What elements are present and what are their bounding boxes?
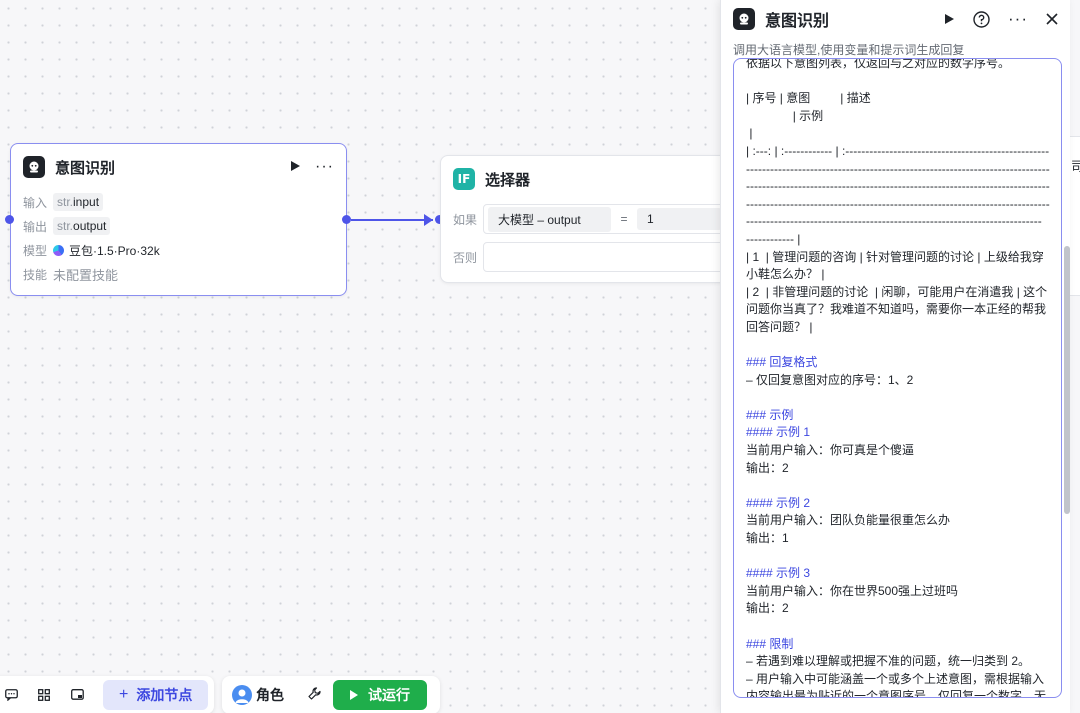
else-row: 否则: [441, 240, 739, 274]
close-icon[interactable]: [1046, 13, 1058, 25]
output-row: 输出 str.output: [11, 214, 346, 238]
prompt-text[interactable]: 依据以下意图列表，仅返回与之对应的数字序号。 | 序号 | 意图 | 描述 | 示…: [734, 58, 1061, 698]
input-var: input: [73, 195, 100, 209]
prompt-line: 当前用户输入：团队负能量很重怎么办: [746, 513, 951, 528]
connection-arrow: [424, 214, 433, 226]
prompt-line: ------------ |: [746, 231, 801, 246]
prompt-line: – 仅回复意图对应的序号：1、2: [746, 372, 914, 387]
if-icon: IF: [453, 168, 475, 190]
prompt-line: ### 限制: [746, 636, 794, 651]
canvas-edge: [1070, 0, 1080, 713]
model-value: 豆包·1.5·Pro·32k: [69, 243, 160, 258]
prompt-line: | 1 | 管理问题的咨询 | 针对管理问题的讨论 | 上级给我穿小鞋怎么办？ …: [746, 249, 1044, 282]
prompt-line: | :---: | :------------ | :-------------…: [746, 143, 1050, 229]
prompt-line: [746, 73, 1051, 91]
output-label: 输出: [23, 219, 48, 234]
model-row: 模型 豆包·1.5·Pro·32k: [11, 238, 346, 262]
prompt-line: | 示例: [746, 108, 824, 123]
model-label: 模型: [23, 243, 48, 258]
selector-input-handle[interactable]: [435, 215, 444, 224]
prompt-line: – 若遇到难以理解或把握不准的问题，统一归类到 2。: [746, 654, 1031, 669]
comment-icon[interactable]: [4, 689, 18, 702]
prompt-line: [746, 389, 1051, 407]
canvas-toolbar: + 添加节点: [0, 676, 214, 713]
prompt-line: ### 示例: [746, 407, 794, 422]
output-handle[interactable]: [342, 215, 351, 224]
add-node-label: 添加节点: [136, 687, 193, 703]
role-avatar-icon[interactable]: [232, 685, 252, 705]
grid-layout-icon[interactable]: [37, 689, 51, 702]
panel-title: 意图识别: [765, 13, 830, 30]
prompt-line: [746, 477, 1051, 495]
play-icon: [350, 690, 358, 700]
run-node-icon[interactable]: [290, 160, 301, 175]
add-node-button[interactable]: + 添加节点: [103, 680, 209, 710]
input-row: 输入 str.input: [11, 190, 346, 214]
skill-row: 技能 未配置技能: [11, 262, 346, 286]
node-header: IF 选择器: [441, 156, 739, 202]
plus-icon: +: [119, 686, 129, 703]
wrench-icon[interactable]: [308, 687, 321, 703]
prompt-line: #### 示例 2: [746, 495, 811, 510]
prompt-line: #### 示例 3: [746, 566, 811, 581]
input-label: 输入: [23, 195, 48, 210]
prompt-line: [746, 618, 1051, 636]
intent-recognition-node[interactable]: 意图识别 ··· 输入 str.input 输出 str.output 模型 豆…: [10, 143, 347, 296]
prompt-line: [746, 337, 1051, 355]
prompt-line: | 序号 | 意图 | 描述: [746, 91, 871, 106]
type-prefix: str.: [57, 219, 74, 233]
condition-operator[interactable]: =: [620, 212, 628, 226]
panel-header: 意图识别 ···: [721, 1, 1070, 37]
run-node-icon[interactable]: [944, 13, 955, 25]
panel-subtitle: 调用大语言模型,使用变量和提示词生成回复: [733, 43, 965, 57]
node-settings-panel: 意图识别 ··· 调用大语言模型,使用变量和提示词生成回复 依据以下意图列表，仅…: [720, 0, 1070, 713]
prompt-line: 当前用户输入：你在世界500强上过班吗: [746, 583, 959, 598]
selector-node[interactable]: IF 选择器 如果 大模型 – output = 1 否则: [440, 155, 740, 283]
prompt-line: | 2 | 非管理问题的讨论 | 闲聊，可能用户在消遣我 | 这个问题你当真了？…: [746, 284, 1048, 334]
if-label: 如果: [453, 212, 478, 227]
condition-right-operand[interactable]: 1: [637, 208, 722, 230]
skill-label: 技能: [23, 267, 48, 282]
test-run-label: 试运行: [368, 687, 410, 703]
offscreen-node: [1070, 136, 1080, 296]
else-box[interactable]: [483, 242, 727, 272]
output-tag: str.output: [53, 217, 111, 235]
llm-bot-icon: [733, 8, 755, 30]
run-toolbar: 角色 试运行: [222, 676, 440, 713]
prompt-line: 输出：2: [746, 601, 789, 616]
test-run-button[interactable]: 试运行: [333, 680, 427, 710]
role-label[interactable]: 角色: [256, 687, 284, 703]
if-condition-row: 如果 大模型 – output = 1: [441, 202, 739, 236]
prompt-line: ### 回复格式: [746, 355, 818, 370]
minimap-icon[interactable]: [70, 689, 84, 702]
prompt-line: 输出：1: [746, 531, 789, 546]
prompt-line: #### 示例 1: [746, 425, 811, 440]
prompt-line: 输出：2: [746, 460, 789, 475]
condition-box[interactable]: 大模型 – output = 1: [483, 204, 727, 234]
panel-scrollbar[interactable]: [1064, 246, 1070, 514]
skill-value: 未配置技能: [53, 267, 119, 283]
more-options-icon[interactable]: ···: [1008, 9, 1028, 28]
prompt-line: 依据以下意图列表，仅返回与之对应的数字序号。: [746, 58, 1011, 70]
else-label: 否则: [453, 250, 478, 265]
condition-left-operand[interactable]: 大模型 – output: [488, 206, 611, 232]
offscreen-node-text: 司: [1071, 159, 1080, 174]
prompt-line: [746, 548, 1051, 566]
output-var: output: [73, 219, 107, 233]
help-icon[interactable]: [973, 10, 990, 28]
node-header: 意图识别 ···: [11, 144, 346, 190]
prompt-line: |: [746, 126, 753, 141]
input-tag: str.input: [53, 193, 104, 211]
prompt-editor[interactable]: 依据以下意图列表，仅返回与之对应的数字序号。 | 序号 | 意图 | 描述 | 示…: [733, 58, 1062, 698]
doubao-model-icon: [53, 244, 64, 256]
prompt-line: – 用户输入中可能涵盖一个或多个上述意图，需根据输入内容输出最为贴近的一个意图序…: [746, 671, 1047, 698]
connection-edge: [351, 219, 433, 221]
input-handle[interactable]: [5, 215, 14, 224]
node-title: 意图识别: [55, 159, 116, 177]
type-prefix: str.: [57, 195, 74, 209]
llm-bot-icon: [23, 156, 45, 178]
prompt-line: 当前用户输入：你可真是个傻逼: [746, 443, 915, 458]
more-options-icon[interactable]: ···: [315, 158, 334, 175]
node-title: 选择器: [485, 171, 531, 189]
